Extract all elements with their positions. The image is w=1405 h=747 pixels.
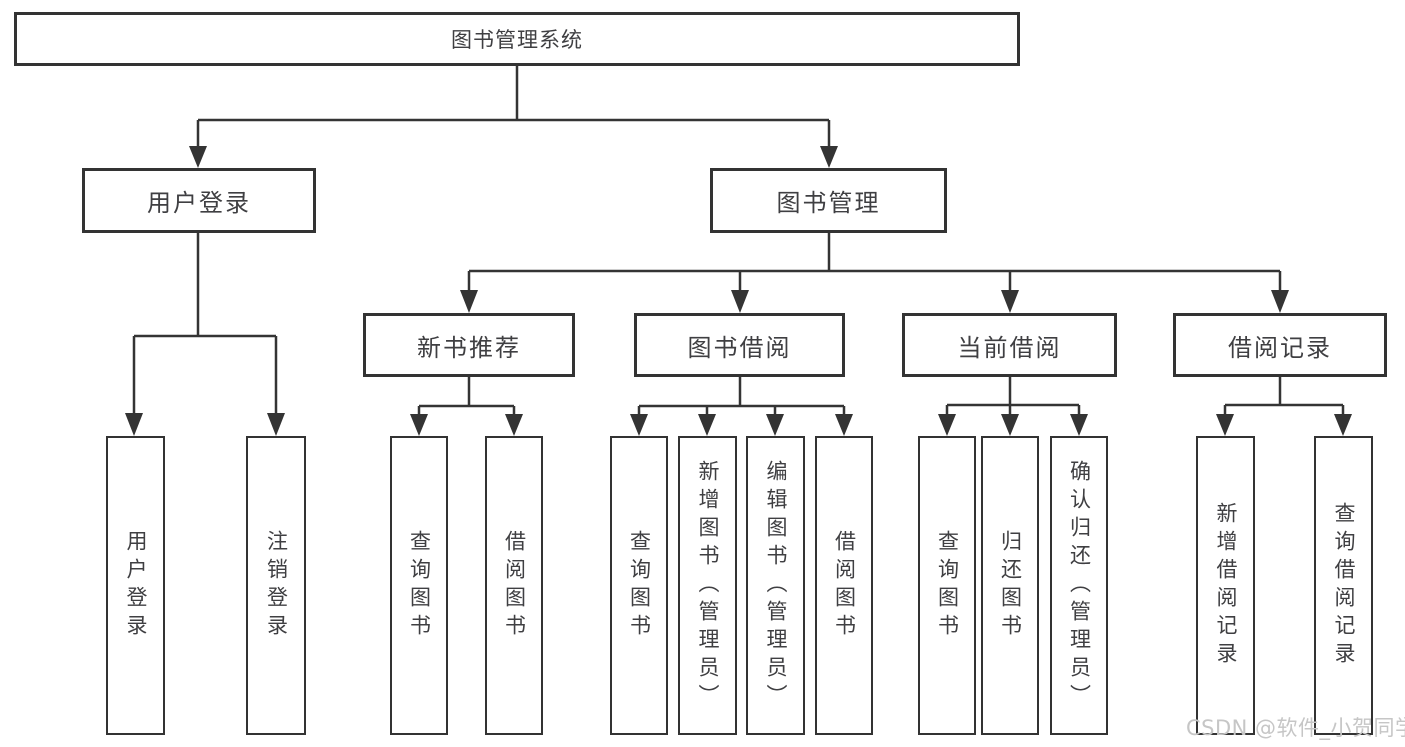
leaf-add-borrow-record: 新增借阅记录 bbox=[1196, 436, 1255, 735]
node-new-book-recommend: 新书推荐 bbox=[363, 313, 575, 377]
leaf-user-login: 用户登录 bbox=[106, 436, 165, 735]
csdn-watermark: CSDN @软件_小贺同学 bbox=[1186, 716, 1405, 740]
node-borrowing-records: 借阅记录 bbox=[1173, 313, 1387, 377]
node-root-system: 图书管理系统 bbox=[14, 12, 1020, 66]
leaf-query-books-current: 查询图书 bbox=[918, 436, 976, 735]
leaf-add-books-admin: 新增图书（管理员） bbox=[678, 436, 737, 735]
connector-book-borrowing bbox=[637, 377, 846, 415]
arrowhead-book-management-children bbox=[460, 290, 1289, 313]
leaf-logout: 注销登录 bbox=[246, 436, 306, 735]
arrowhead-borrowing-records-children bbox=[1216, 414, 1352, 436]
leaf-borrow-books-recommend: 借阅图书 bbox=[485, 436, 543, 735]
connector-new-book-recommend bbox=[417, 377, 516, 415]
connector-current-borrowing bbox=[945, 377, 1081, 415]
connector-user-login bbox=[132, 233, 278, 414]
node-book-management: 图书管理 bbox=[710, 168, 947, 233]
leaf-edit-books-admin: 编辑图书（管理员） bbox=[746, 436, 805, 735]
node-current-borrowing: 当前借阅 bbox=[902, 313, 1117, 377]
connector-book-management bbox=[467, 233, 1282, 291]
arrowhead-current-borrowing-children bbox=[938, 414, 1088, 436]
connector-root bbox=[196, 66, 831, 147]
arrowhead-book-borrowing-children bbox=[630, 414, 853, 436]
leaf-query-borrow-record: 查询借阅记录 bbox=[1314, 436, 1373, 735]
leaf-query-books-recommend: 查询图书 bbox=[390, 436, 448, 735]
leaf-return-books: 归还图书 bbox=[981, 436, 1039, 735]
connector-borrowing-records bbox=[1223, 377, 1345, 415]
node-user-login: 用户登录 bbox=[82, 168, 316, 233]
arrowhead-user-login-children bbox=[125, 413, 285, 436]
leaf-query-books-borrowing: 查询图书 bbox=[610, 436, 668, 735]
node-book-borrowing: 图书借阅 bbox=[634, 313, 845, 377]
arrowhead-new-book-recommend-children bbox=[410, 414, 523, 436]
leaf-confirm-return-admin: 确认归还（管理员） bbox=[1050, 436, 1108, 735]
leaf-borrow-books-borrowing: 借阅图书 bbox=[815, 436, 873, 735]
arrowhead-root-children bbox=[189, 146, 838, 168]
